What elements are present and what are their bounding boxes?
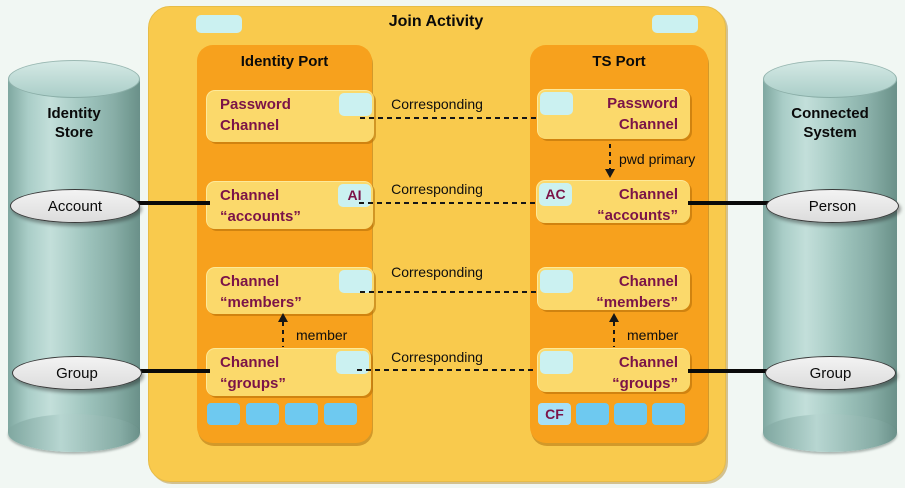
ts-groups-channel: Channel “groups” [537, 348, 690, 392]
member-label-left: member [296, 327, 348, 343]
pwd-primary-label: pwd primary [619, 151, 696, 167]
identity-members-channel-cyan-tab [339, 270, 372, 293]
identity-store-cylinder-top [8, 60, 140, 98]
account-entity-label: Account [47, 197, 103, 215]
identity-members-channel-line1: Channel [220, 273, 280, 290]
identity-port-bottom-square-3 [285, 403, 318, 425]
group-entity-label-left: Group [56, 364, 98, 382]
identity-accounts-channel-ai-badge: AI [338, 184, 371, 207]
ts-port-bottom-square-2 [576, 403, 609, 425]
ts-members-channel-line2: “members” [596, 294, 678, 311]
connected-system-cylinder-bottom [763, 414, 897, 452]
ts-members-channel-cyan-tab [540, 270, 573, 293]
accounts-to-person-line [688, 201, 770, 205]
group-entity-oval-right: Group [765, 356, 896, 390]
ts-accounts-channel-line1: Channel [618, 186, 678, 203]
identity-groups-channel-line2: “groups” [220, 375, 286, 392]
person-entity-label: Person [808, 197, 857, 215]
ts-groups-channel-cyan-tab [540, 351, 573, 374]
connected-system-cylinder-top [763, 60, 897, 98]
identity-groups-channel-cyan-tab [336, 351, 369, 374]
ts-members-channel-line1: Channel [618, 273, 678, 290]
ts-port-bottom-square-4 [652, 403, 685, 425]
ts-port-cf-square: CF [538, 403, 571, 425]
ts-password-channel-line2: Channel [618, 116, 678, 133]
ts-password-channel-cyan-tab [540, 92, 573, 115]
identity-groups-channel-line1: Channel [220, 354, 280, 371]
person-entity-oval: Person [766, 189, 899, 223]
member-dashed-line-left [282, 322, 284, 347]
identity-port-bottom-square-2 [246, 403, 279, 425]
connected-system-label-line2: System [803, 124, 857, 141]
corresponding-label-members: Corresponding [391, 264, 483, 280]
identity-port-bottom-square-4 [324, 403, 357, 425]
ts-port-bottom-square-3 [614, 403, 647, 425]
corresponding-label-accounts: Corresponding [391, 181, 483, 197]
identity-store-label-line2: Store [54, 124, 94, 141]
corresponding-link-groups [357, 369, 537, 371]
groups-to-group-line-right [688, 369, 770, 373]
pwd-primary-dashed-line [609, 144, 611, 170]
corresponding-link-members [360, 291, 537, 293]
corresponding-link-password [360, 117, 537, 119]
cyan-tab-top-right [652, 15, 698, 33]
ts-accounts-channel-ac-badge: AC [539, 183, 572, 206]
join-activity-title: Join Activity [388, 13, 484, 30]
ts-groups-channel-line1: Channel [618, 354, 678, 371]
connected-system-label: Connected System [763, 104, 897, 142]
identity-accounts-channel-line1: Channel [220, 187, 280, 204]
ts-accounts-channel-line2: “accounts” [597, 207, 678, 224]
identity-members-channel-line2: “members” [220, 294, 302, 311]
corresponding-label-groups: Corresponding [391, 349, 483, 365]
identity-password-channel-line1: Password [220, 96, 291, 113]
identity-port-title: Identity Port [240, 53, 329, 70]
identity-accounts-channel-line2: “accounts” [220, 208, 301, 225]
member-arrow-up-icon-left [278, 313, 288, 322]
corresponding-link-accounts [359, 202, 536, 204]
identity-groups-channel: Channel “groups” [206, 348, 371, 396]
identity-password-channel-cyan-tab [339, 93, 372, 116]
account-to-accounts-line [130, 201, 210, 205]
account-entity-oval: Account [10, 189, 140, 223]
group-entity-oval-left: Group [12, 356, 142, 390]
member-arrow-up-icon-right [609, 313, 619, 322]
ts-password-channel-line1: Password [607, 95, 678, 112]
ts-accounts-channel: Channel “accounts” AC [536, 180, 690, 224]
identity-password-channel-line2: Channel [220, 117, 280, 134]
connected-system-label-line1: Connected [791, 105, 869, 122]
corresponding-label-password: Corresponding [391, 96, 483, 112]
identity-members-channel: Channel “members” [206, 267, 374, 314]
cyan-tab-top-left [196, 15, 242, 33]
ts-members-channel: Channel “members” [537, 267, 690, 311]
member-label-right: member [627, 327, 679, 343]
member-dashed-line-right [613, 322, 615, 347]
group-to-groups-line-left [132, 369, 210, 373]
group-entity-label-right: Group [809, 364, 852, 382]
ts-groups-channel-line2: “groups” [612, 375, 678, 392]
identity-port-bottom-square-1 [207, 403, 240, 425]
pwd-primary-arrow-down-icon [605, 169, 615, 178]
identity-password-channel: Password Channel [206, 90, 374, 142]
identity-store-label-line1: Identity [47, 105, 101, 122]
identity-store-cylinder-bottom [8, 414, 140, 452]
identity-accounts-channel: Channel “accounts” AI [206, 181, 373, 229]
ts-port-title: TS Port [592, 53, 646, 70]
ts-password-channel: Password Channel [537, 89, 690, 139]
identity-store-label: Identity Store [8, 104, 140, 142]
